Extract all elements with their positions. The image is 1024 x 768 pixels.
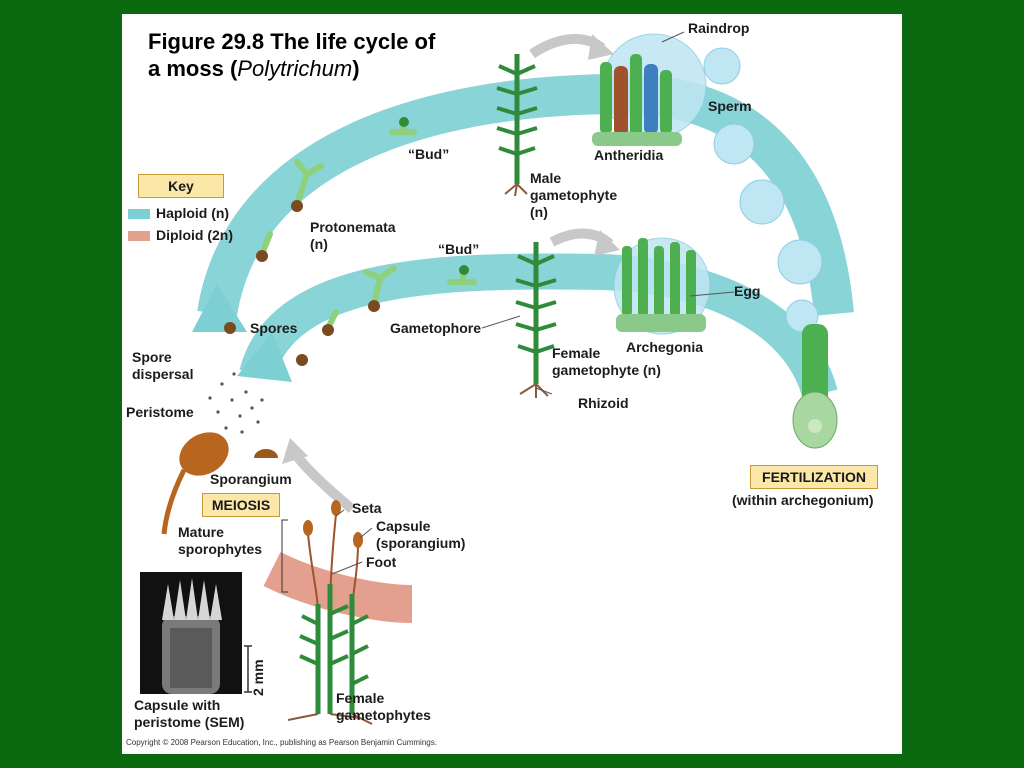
label-within-archegonium: (within archegonium) [732, 492, 874, 508]
female-gametophytes-plants [287, 584, 373, 725]
title-line-2: a moss (Polytrichum) [148, 55, 435, 82]
sperm-drop-1 [713, 123, 755, 165]
label-male-1: Male [530, 170, 562, 186]
title-line-1: Figure 29.8 The life cycle of [148, 29, 436, 54]
label-rhizoid: Rhizoid [578, 395, 629, 411]
leader-lines [331, 31, 735, 575]
label-foot: Foot [366, 554, 397, 570]
label-protonemata-1: Protonemata [310, 219, 396, 235]
key-heading: Key [138, 174, 224, 198]
sporangium-cap [254, 449, 278, 458]
meiosis-box: MEIOSIS [202, 493, 280, 517]
label-male-2: gametophyte [530, 187, 618, 203]
fertilization-archegonium [792, 324, 838, 449]
key-haploid-row: Haploid (n) [128, 205, 229, 222]
title-italic-part: Polytrichum [237, 56, 353, 81]
protonemata-upper [256, 159, 324, 262]
copyright-text: Copyright © 2008 Pearson Education, Inc.… [126, 738, 437, 747]
label-gametophore: Gametophore [390, 320, 482, 336]
haploid-swatch-icon [128, 209, 150, 220]
life-cycle-diagram [161, 31, 854, 725]
label-scale: 2 mm [250, 659, 266, 696]
label-female-1: Female [552, 345, 601, 361]
label-seta: Seta [352, 500, 382, 516]
fertilization-box: FERTILIZATION [750, 465, 878, 489]
title-bold-part: a moss [148, 56, 224, 81]
label-protonemata-2: (n) [310, 236, 328, 252]
capsule-sem-image [140, 572, 242, 694]
peristome-capsule [161, 432, 229, 535]
gray-arrowhead-bottom [282, 438, 308, 464]
label-capsule-1: Capsule [376, 518, 431, 534]
sporophytes-bracket [281, 519, 288, 593]
archegonia-illustration [616, 238, 706, 332]
haploid-arrow-upper [197, 73, 854, 318]
sperm-drop-2 [739, 179, 785, 225]
gray-arrow-bottom [289, 449, 356, 513]
gray-arrowhead-mid [594, 230, 620, 256]
haploid-arrow-lower [239, 253, 838, 400]
protonemata-lower [322, 265, 397, 336]
label-bud-lower: “Bud” [438, 241, 480, 257]
spore-2 [296, 354, 308, 366]
sperm-drop-3 [777, 239, 823, 285]
diploid-swatch-icon [128, 231, 150, 242]
label-peristome: Peristome [126, 404, 194, 420]
label-archegonia: Archegonia [626, 339, 704, 355]
label-antheridia: Antheridia [594, 147, 664, 163]
label-capsule-sem-2: peristome (SEM) [134, 714, 245, 730]
spore-dispersal-dots [208, 372, 264, 434]
spore-1 [224, 322, 236, 334]
label-spores: Spores [250, 320, 298, 336]
label-sperm: Sperm [708, 98, 752, 114]
arrowhead-lower-left [237, 332, 292, 382]
label-spore-dispersal-2: dispersal [132, 366, 194, 382]
bud-upper [389, 117, 417, 135]
label-bud-upper: “Bud” [408, 146, 450, 162]
gray-arrowhead-top [588, 34, 614, 60]
raindrop-small [703, 47, 741, 85]
label-capsule-2: (sporangium) [376, 535, 466, 551]
label-mature-sporophytes-1: Mature [178, 524, 224, 540]
label-female-gametophytes-2: gametophytes [336, 707, 431, 723]
label-raindrop: Raindrop [688, 20, 750, 36]
key-diploid-row: Diploid (2n) [128, 227, 233, 244]
bud-lower [447, 265, 477, 285]
label-capsule-sem-1: Capsule with [134, 697, 221, 713]
sperm-drop-4 [785, 299, 819, 333]
key-haploid-label: Haploid (n) [156, 205, 230, 221]
title-open-paren: ( [229, 56, 238, 81]
label-spore-dispersal-1: Spore [132, 349, 172, 365]
antheridia-illustration [592, 54, 682, 146]
sem-capsule-icon [162, 578, 222, 694]
diploid-arrow [263, 551, 413, 623]
male-gametophyte-plant [496, 54, 538, 197]
figure-panel: Figure 29.8 The life cycle of a moss (Po… [122, 14, 902, 754]
figure-title: Figure 29.8 The life cycle of a moss (Po… [148, 28, 435, 82]
label-sporangium: Sporangium [210, 471, 292, 487]
label-female-gametophytes-1: Female [336, 690, 385, 706]
title-close-paren: ) [352, 56, 360, 81]
label-male-3: (n) [530, 204, 548, 220]
arrowhead-upper-left [192, 284, 247, 332]
scale-bar [244, 645, 252, 693]
key-diploid-label: Diploid (2n) [156, 227, 233, 243]
label-egg: Egg [734, 283, 761, 299]
label-female-2: gametophyte (n) [552, 362, 661, 378]
female-gametophyte-plant [515, 242, 557, 398]
label-mature-sporophytes-2: sporophytes [178, 541, 263, 557]
